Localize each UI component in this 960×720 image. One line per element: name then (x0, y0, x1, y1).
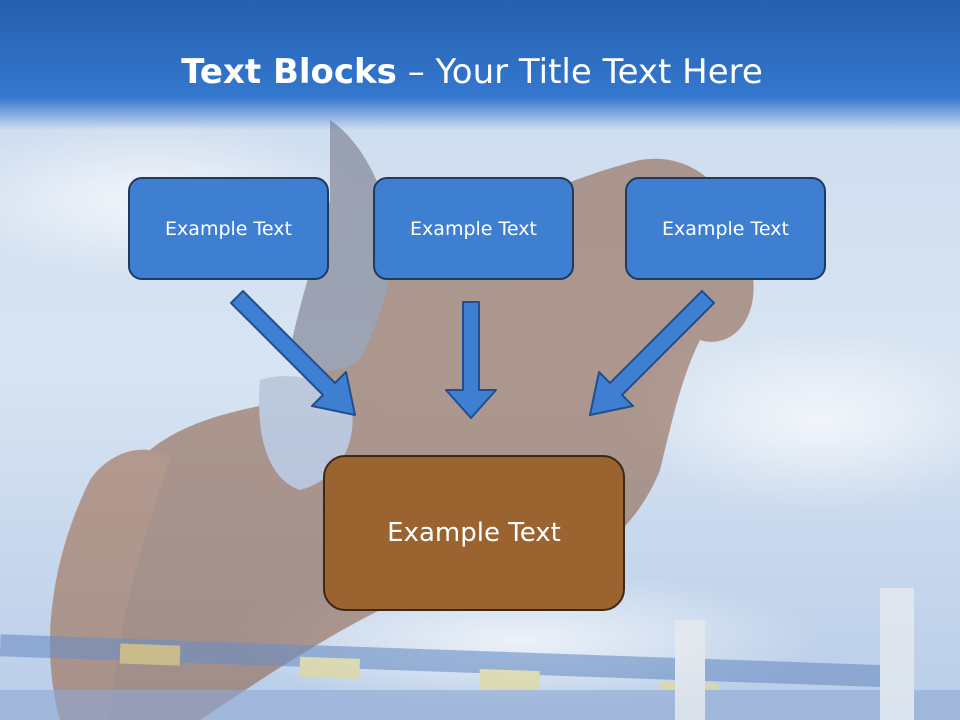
text-block-label: Example Text (662, 217, 789, 240)
title-bold: Text Blocks (181, 52, 397, 92)
main-text-block[interactable]: Example Text (323, 455, 625, 611)
arrow-left (230, 290, 356, 416)
text-block-label: Example Text (165, 217, 292, 240)
title-dash: – (396, 52, 436, 92)
page-title: Text Blocks – Your Title Text Here (0, 52, 944, 92)
title-bar (0, 0, 960, 130)
main-text-block-label: Example Text (387, 518, 561, 548)
arrow-right (589, 290, 715, 416)
text-block-3[interactable]: Example Text (625, 177, 826, 280)
title-rest: Your Title Text Here (435, 52, 763, 92)
text-block-2[interactable]: Example Text (373, 177, 574, 280)
arrow-middle (445, 301, 497, 419)
text-block-label: Example Text (410, 217, 537, 240)
text-block-1[interactable]: Example Text (128, 177, 329, 280)
